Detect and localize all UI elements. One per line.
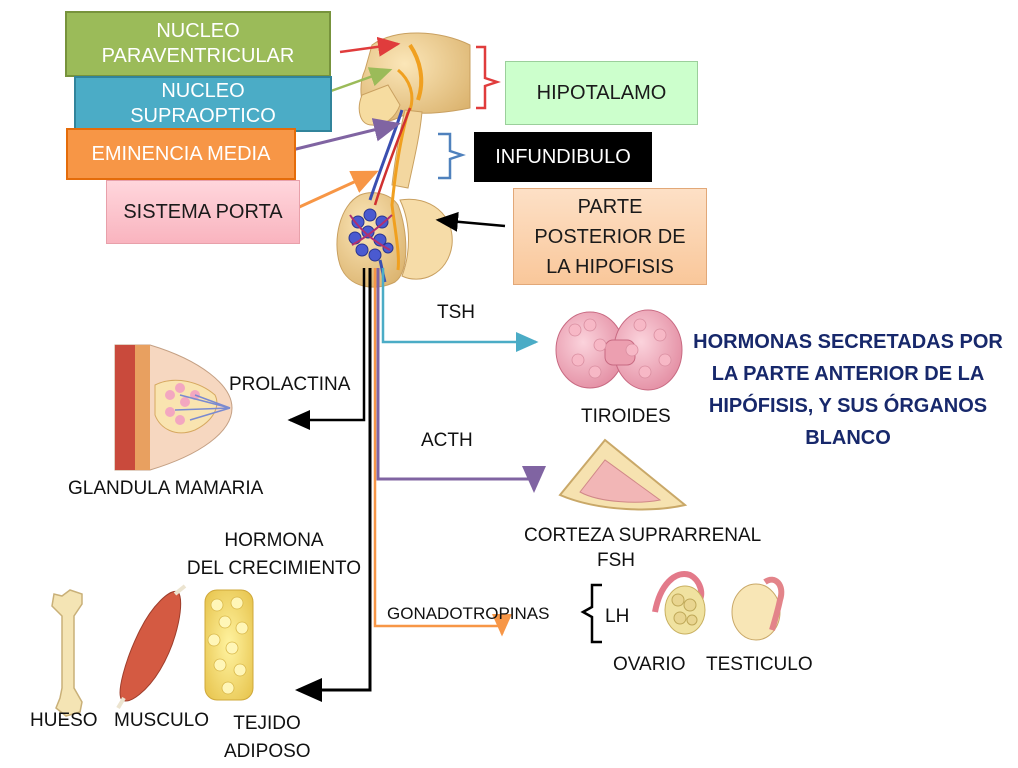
adipose-tissue-icon — [204, 589, 254, 701]
box-infundibulo: INFUNDIBULO — [474, 132, 652, 182]
label-acth: ACTH — [421, 430, 473, 451]
label-tsh: TSH — [437, 302, 475, 323]
label-ovario: OVARIO — [613, 654, 686, 675]
box-nucleo-paraventricular: NUCLEO PARAVENTRICULAR — [65, 11, 331, 77]
bracket-fsh-lh — [580, 583, 602, 644]
label-tejido-adiposo: TEJIDO ADIPOSO — [224, 710, 311, 766]
label-hormona-line2: DEL CRECIMIENTO — [186, 558, 362, 579]
label-fsh: FSH — [597, 550, 635, 571]
label-tiroides: TIROIDES — [581, 406, 671, 427]
label-testiculo: TESTICULO — [706, 654, 813, 675]
bone-icon — [51, 589, 83, 717]
label-tejido-line2: ADIPOSO — [224, 741, 311, 762]
line-gonadotropinas — [373, 268, 512, 637]
adrenal-cortex-icon — [558, 438, 688, 511]
label-hueso: HUESO — [30, 710, 98, 731]
testicle-icon — [731, 576, 785, 641]
arrow-posterior — [435, 211, 506, 232]
label-hormona-crecimiento: HORMONA DEL CRECIMIENTO — [178, 527, 370, 583]
bracket-hipotalamo — [476, 45, 501, 110]
label-prolactina: PROLACTINA — [229, 374, 351, 395]
label-hormona-line1: HORMONA — [224, 530, 324, 551]
breast-icon — [114, 344, 233, 471]
line-tsh — [381, 268, 539, 352]
box-sistema-porta: SISTEMA PORTA — [106, 180, 300, 244]
label-gonadotropinas: GONADOTROPINAS — [387, 604, 550, 623]
label-tejido-line1: TEJIDO — [233, 713, 301, 734]
muscle-icon — [116, 584, 187, 710]
ovary-icon — [652, 571, 706, 635]
box-nucleo-supraoptico: NUCLEO SUPRAOPTICO — [74, 76, 332, 132]
arrow-paraventricular — [339, 36, 401, 57]
thyroid-icon — [555, 309, 683, 391]
box-eminencia-media: EMINENCIA MEDIA — [66, 128, 296, 180]
label-glandula-mamaria: GLANDULA MAMARIA — [68, 478, 264, 499]
line-acth — [376, 268, 546, 493]
box-parte-posterior: PARTE POSTERIOR DE LA HIPOFISIS — [513, 188, 707, 285]
hypothalamus-pituitary-illustration — [336, 32, 471, 288]
line-gh — [295, 268, 372, 702]
arrow-eminencia — [291, 118, 401, 152]
line-prolactina — [287, 268, 366, 430]
bracket-infundibulo — [438, 132, 466, 180]
diagram-title: HORMONAS SECRETADAS POR LA PARTE ANTERIO… — [693, 331, 1003, 449]
label-lh: LH — [605, 606, 630, 627]
box-hipotalamo: HIPOTALAMO — [505, 61, 698, 125]
label-musculo: MUSCULO — [114, 710, 210, 731]
label-corteza-suprarrenal: CORTEZA SUPRARRENAL — [524, 525, 762, 546]
